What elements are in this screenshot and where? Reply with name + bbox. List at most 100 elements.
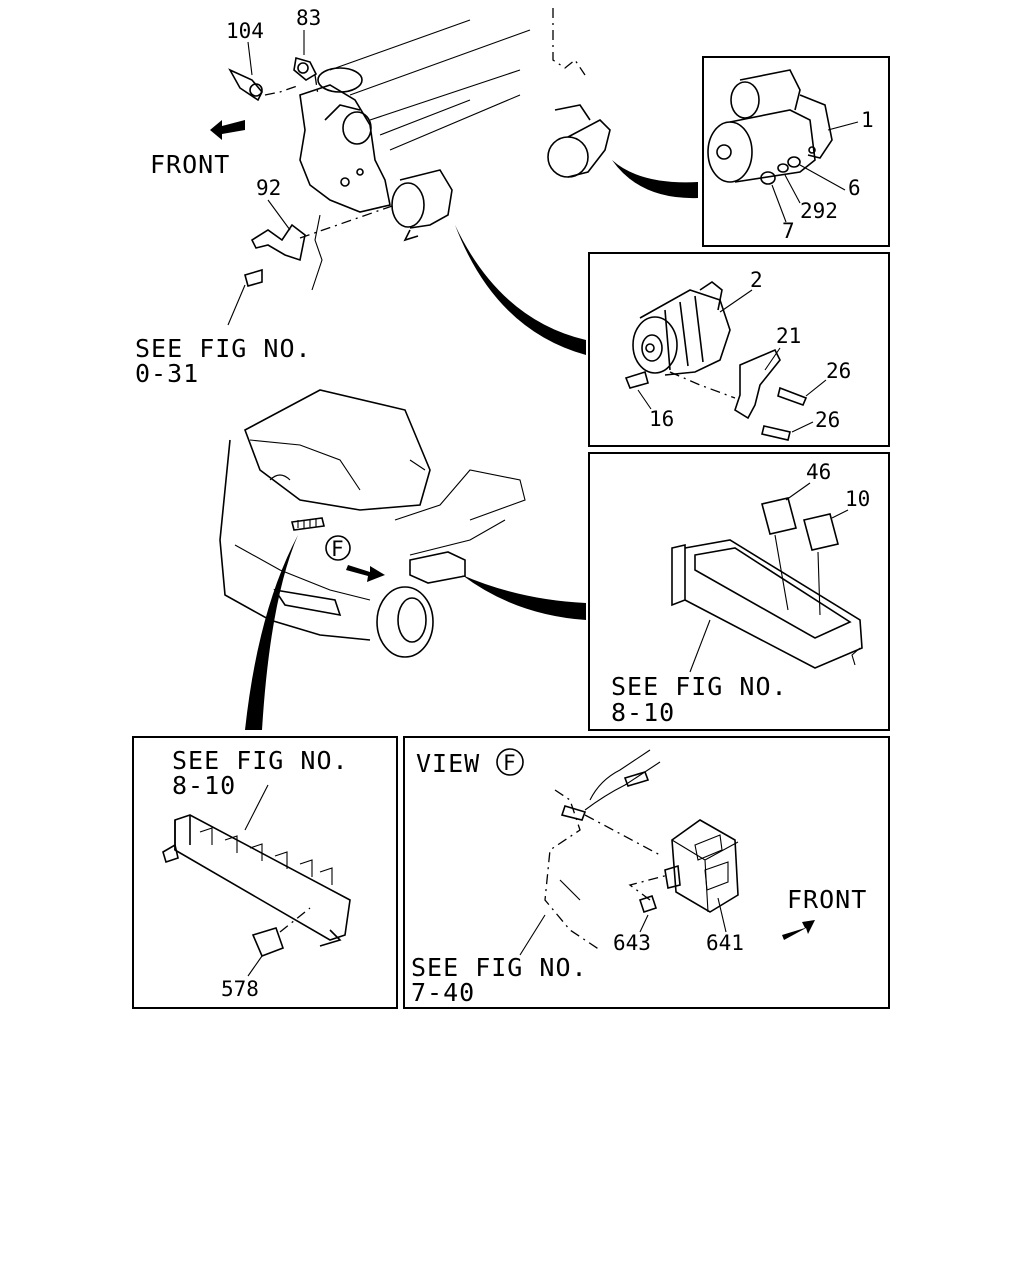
part-number-10: 10 — [845, 487, 870, 511]
leader-641 — [717, 897, 727, 933]
bolt-26a — [777, 386, 808, 407]
sensor-83 — [293, 56, 318, 81]
part-number-26b: 26 — [815, 408, 840, 432]
nut-7 — [760, 171, 776, 185]
part-number-292: 292 — [800, 199, 838, 223]
leader-26a — [805, 379, 827, 397]
detail-box-view-f — [403, 736, 890, 1009]
part-number-643: 643 — [613, 931, 651, 955]
relay-578 — [251, 927, 285, 958]
bolt-26b — [761, 425, 791, 441]
washer-6 — [787, 156, 801, 168]
part-number-92: 92 — [256, 176, 281, 200]
leader-6 — [799, 164, 846, 191]
relay-578-leader — [279, 907, 311, 933]
leader-1 — [827, 121, 859, 131]
leader-92 — [267, 199, 291, 231]
relay-tray — [671, 539, 863, 669]
front-label-view: FRONT — [787, 885, 867, 914]
view-f-arrow-icon — [346, 565, 385, 582]
part-number-1: 1 — [861, 108, 874, 132]
front-arrow-view-icon — [782, 920, 815, 940]
bolt-92 — [244, 268, 263, 287]
see-fig-label-3: SEE FIG NO. — [172, 746, 349, 775]
leader-292 — [784, 174, 801, 204]
leader-see-fig-1 — [227, 284, 246, 326]
view-label: VIEW — [416, 749, 480, 778]
part-number-26a: 26 — [826, 359, 851, 383]
detail-box-dash-relay — [132, 736, 398, 1009]
alternator — [632, 281, 731, 376]
see-fig-number-3: 8-10 — [172, 771, 236, 800]
leader-10 — [831, 509, 849, 519]
screw-leader — [584, 814, 661, 856]
front-relay-box — [409, 551, 466, 584]
leader-16 — [637, 389, 652, 410]
leader-578 — [247, 955, 263, 977]
leader-7 — [771, 184, 787, 223]
dash-relay-connector — [291, 517, 325, 531]
starter-motor — [707, 69, 833, 183]
front-arrow-top-icon — [210, 120, 245, 140]
nut-643-leader — [628, 874, 669, 901]
relay-10 — [803, 513, 839, 551]
see-fig-label-1: SEE FIG NO. — [135, 334, 312, 363]
nut-643 — [638, 894, 658, 914]
part-number-83: 83 — [296, 6, 321, 30]
part-number-578: 578 — [221, 977, 259, 1001]
bracket-92 — [250, 223, 306, 262]
bolt-16 — [624, 370, 649, 389]
part-number-6: 6 — [848, 176, 861, 200]
sensor-104 — [228, 68, 263, 102]
part-number-16: 16 — [649, 407, 674, 431]
water-outlet-housing — [299, 67, 391, 213]
view-letter-circle — [496, 748, 524, 776]
part-number-2: 2 — [750, 268, 763, 292]
truck-cab — [219, 389, 526, 658]
leader-104 — [247, 41, 253, 76]
see-fig-number-2: 8-10 — [611, 698, 675, 727]
starter-hidden — [547, 104, 611, 178]
part-number-104: 104 — [226, 19, 264, 43]
view-f-marker-letter: F — [331, 537, 344, 561]
part-number-21: 21 — [776, 324, 801, 348]
detail-box-alternator — [588, 252, 890, 447]
part-number-641: 641 — [706, 931, 744, 955]
leader-see-fig-3 — [244, 784, 269, 831]
front-label-top: FRONT — [150, 150, 230, 179]
washer-292 — [777, 163, 789, 173]
sensor-83-leader — [314, 74, 319, 96]
leader-see-fig-4 — [519, 914, 546, 956]
see-fig-number-4: 7-40 — [411, 978, 475, 1007]
leader-see-fig-2 — [689, 619, 711, 673]
view-letter: F — [503, 751, 516, 775]
leader-643 — [639, 914, 649, 933]
relay-holder — [162, 814, 351, 947]
alternator-in-engine — [391, 169, 453, 242]
control-unit-641 — [664, 819, 739, 913]
callout-swoosh-3 — [462, 575, 586, 620]
bracket-92-leader — [299, 204, 396, 239]
part-number-46: 46 — [806, 460, 831, 484]
engine-outline — [311, 8, 586, 291]
callout-swoosh-2 — [455, 225, 586, 355]
screw-upper — [623, 771, 650, 787]
leader-26b — [791, 421, 814, 433]
adjusting-bracket-21 — [734, 348, 781, 420]
view-f-marker — [325, 535, 351, 561]
see-fig-label-2: SEE FIG NO. — [611, 672, 788, 701]
relay-leaders — [774, 534, 821, 616]
leader-21 — [764, 347, 781, 371]
leader-46 — [785, 482, 811, 501]
see-fig-number-1: 0-31 — [135, 359, 199, 388]
sensor-104-leader — [264, 84, 301, 96]
callout-swoosh-1 — [612, 160, 698, 199]
detail-box-relay-tray — [588, 452, 890, 731]
relay-46 — [761, 497, 797, 535]
part-number-7: 7 — [782, 219, 795, 243]
body-panel-outline — [544, 749, 661, 951]
leader-2 — [719, 289, 753, 313]
see-fig-label-4: SEE FIG NO. — [411, 953, 588, 982]
